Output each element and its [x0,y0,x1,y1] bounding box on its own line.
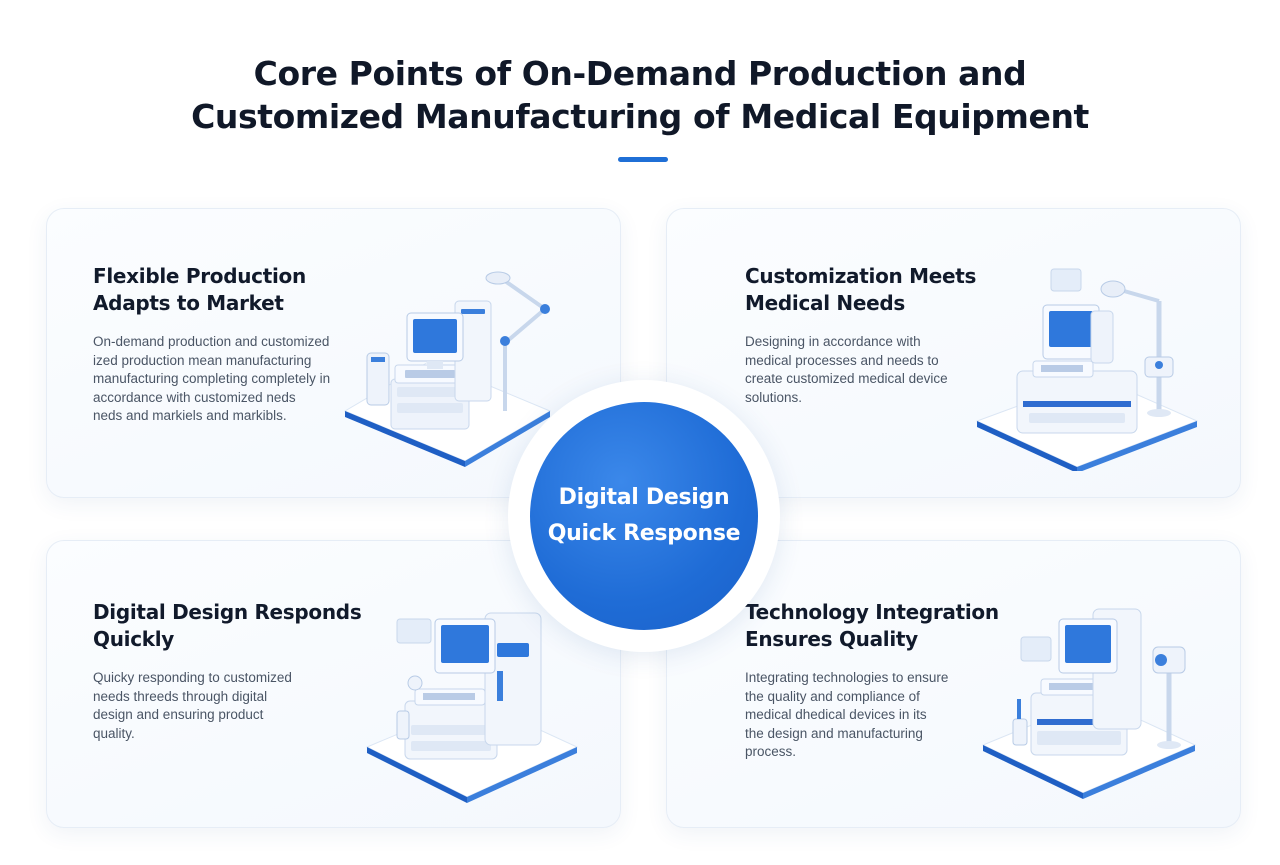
card-description: Designing in accordance with medical pro… [745,333,1015,407]
card-flexible-production: Flexible Production Adapts to Market On-… [46,208,621,498]
card-title: Flexible Production Adapts to Market [93,263,363,317]
card-desc-line: quality. [93,725,135,741]
medical-workstation-illustration [365,612,579,803]
card-text: Flexible Production Adapts to Market On-… [93,263,363,426]
card-desc-line: design and ensuring product [93,707,264,722]
card-text: Customization Meets Medical Needs Design… [745,263,1015,407]
title-underline [618,157,668,162]
card-desc-line: the quality and compliance of [745,688,920,704]
medical-workstation-illustration [975,268,1199,471]
card-text: Digital Design Responds Quickly Quicky r… [93,599,363,743]
card-desc-line: Integrating technologies to ensure [745,670,949,685]
medical-workstation-illustration [343,271,552,467]
medical-workstation-illustration [981,608,1197,799]
center-hub: Digital Design Quick Response [530,402,758,630]
card-title-line: Ensures Quality [745,627,918,651]
card-description: On-demand production and customized ized… [93,333,363,426]
card-desc-line: On-demand production and customized [93,334,330,349]
card-title-line: Flexible Production [93,264,306,288]
card-desc-line: neds and markiels and markibls. [93,408,287,423]
card-title-line: Adapts to Market [93,291,284,315]
card-description: Integrating technologies to ensure the q… [745,669,1015,762]
card-desc-line: needs threeds through digital [93,688,268,704]
title-line-2: Customized Manufacturing of Medical Equi… [191,97,1089,136]
card-desc-line: medical processes and needs to [745,352,939,368]
card-title-line: Technology Integration [745,600,999,624]
card-title: Digital Design Responds Quickly [93,599,363,653]
page-title: Core Points of On-Demand Production and … [0,52,1280,138]
card-desc-line: medical dhedical devices in its [745,707,927,722]
hub-line-2: Quick Response [547,521,741,546]
card-title-line: Medical Needs [745,291,905,315]
card-digital-design: Digital Design Responds Quickly Quicky r… [46,540,621,828]
card-desc-line: solutions. [745,389,803,405]
card-desc-line: ized production mean manufacturing [93,352,312,368]
card-desc-line: manufacturing completing completely in [93,371,331,386]
card-desc-line: accordance with customized neds [93,389,296,405]
card-title-line: Customization Meets [745,264,977,288]
card-title-line: Quickly [93,627,175,651]
card-title-line: Digital Design Responds [93,600,362,624]
card-technology-integration: Technology Integration Ensures Quality I… [666,540,1241,828]
card-desc-line: create customized medical device [745,371,948,386]
card-title: Customization Meets Medical Needs [745,263,1015,317]
card-desc-line: Designing in accordance with [745,334,921,349]
card-desc-line: Quicky responding to customized [93,670,292,685]
card-desc-line: process. [745,744,797,759]
hub-line-1: Digital Design [558,485,730,510]
title-line-1: Core Points of On-Demand Production and [253,54,1027,93]
card-description: Quicky responding to customized needs th… [93,669,363,743]
card-desc-line: the design and manufacturing [745,725,923,741]
card-title: Technology Integration Ensures Quality [745,599,1015,653]
card-text: Technology Integration Ensures Quality I… [745,599,1015,762]
